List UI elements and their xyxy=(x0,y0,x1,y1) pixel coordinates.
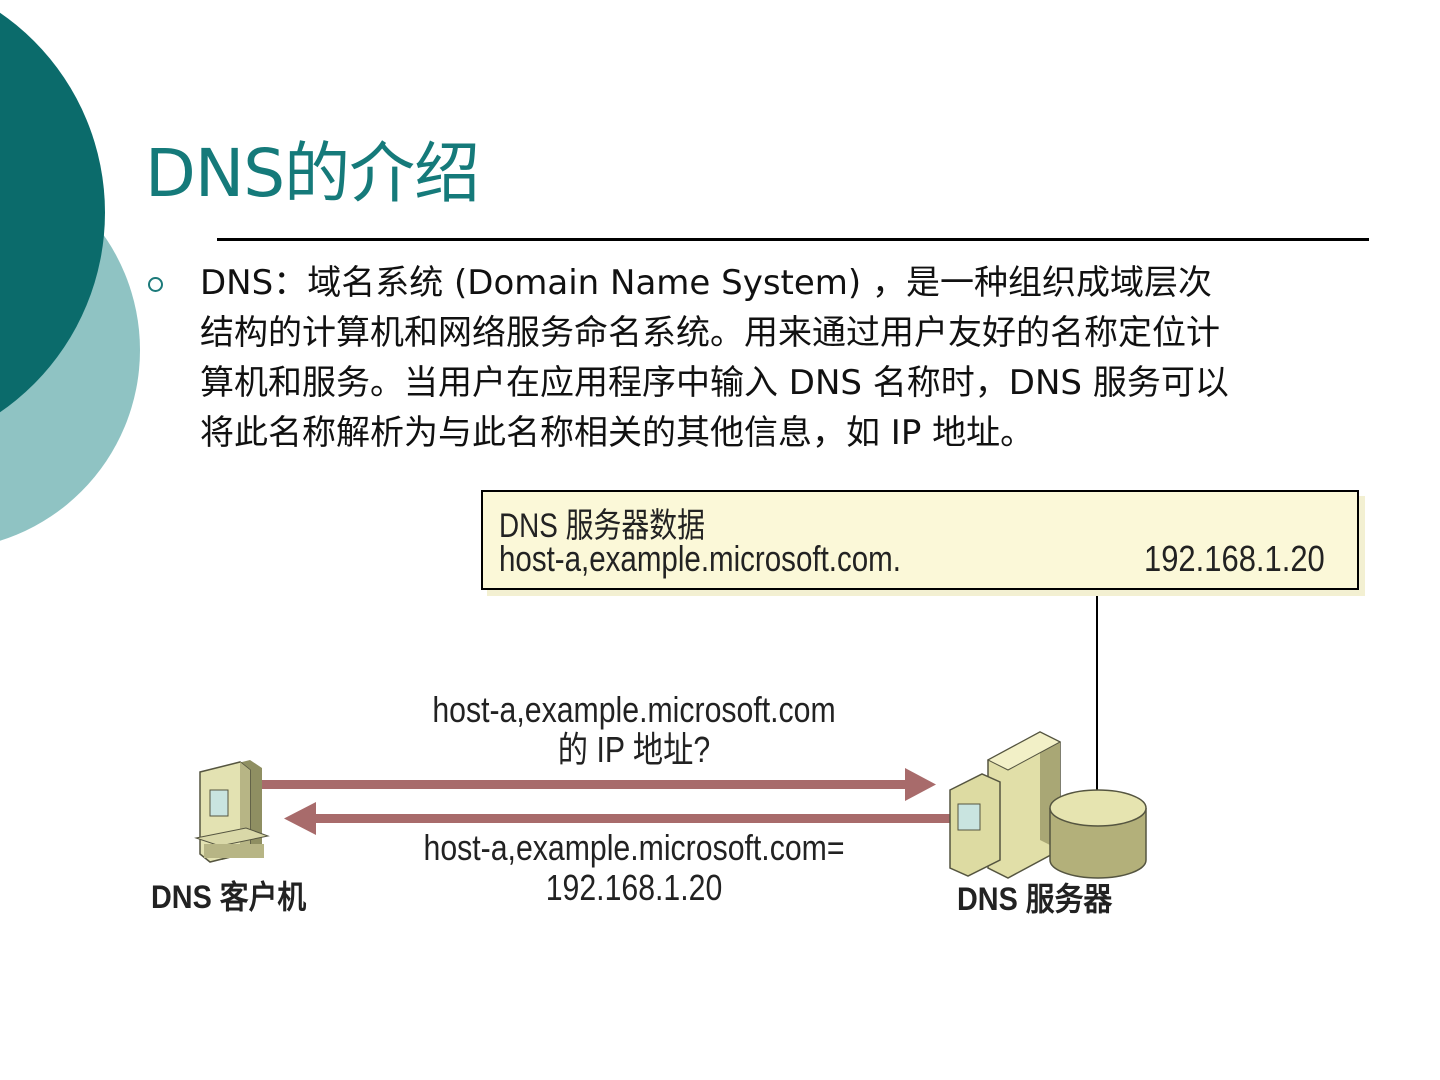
database-icon xyxy=(1049,789,1147,879)
server-icon xyxy=(949,731,1062,879)
bullet-line: 算机和服务。当用户在应用程序中输入 DNS 名称时，DNS 服务可以 xyxy=(200,363,1229,403)
answer-line-2: 192.168.1.20 xyxy=(545,867,723,908)
slide-title: DNS的介绍 xyxy=(145,135,480,212)
db-box-title: DNS 服务器数据 xyxy=(499,507,706,545)
query-line-1: host-a,example.microsoft.com xyxy=(432,689,836,730)
db-box-ip: 192.168.1.20 xyxy=(1144,538,1325,579)
client-computer-icon xyxy=(194,760,270,863)
dns-server-label: DNS 服务器 xyxy=(957,881,1113,917)
answer-arrow xyxy=(284,802,950,835)
bullet-line: 结构的计算机和网络服务命名系统。用来通过用户友好的名称定位计 xyxy=(200,313,1220,353)
answer-line-1: host-a,example.microsoft.com= xyxy=(423,827,845,868)
bullet-line: DNS：域名系统 (Domain Name System) ，是一种组织成域层次 xyxy=(200,263,1212,303)
bullet-line: 将此名称解析为与此名称相关的其他信息，如 IP 地址。 xyxy=(200,413,1035,453)
db-box-hostname: host-a,example.microsoft.com. xyxy=(499,538,901,579)
query-line-2: 的 IP 地址? xyxy=(557,729,711,770)
answer-label: host-a,example.microsoft.com= 192.168.1.… xyxy=(314,828,954,908)
bullet-paragraph: DNS：域名系统 (Domain Name System) ，是一种组织成域层次… xyxy=(200,258,1420,458)
query-arrow xyxy=(262,768,936,801)
query-label: host-a,example.microsoft.com 的 IP 地址? xyxy=(314,690,954,770)
dns-client-label: DNS 客户机 xyxy=(151,879,307,915)
dns-server-data-box: DNS 服务器数据 host-a,example.microsoft.com. … xyxy=(481,490,1359,590)
bullet-circle-icon xyxy=(148,277,163,292)
title-divider xyxy=(217,238,1369,241)
